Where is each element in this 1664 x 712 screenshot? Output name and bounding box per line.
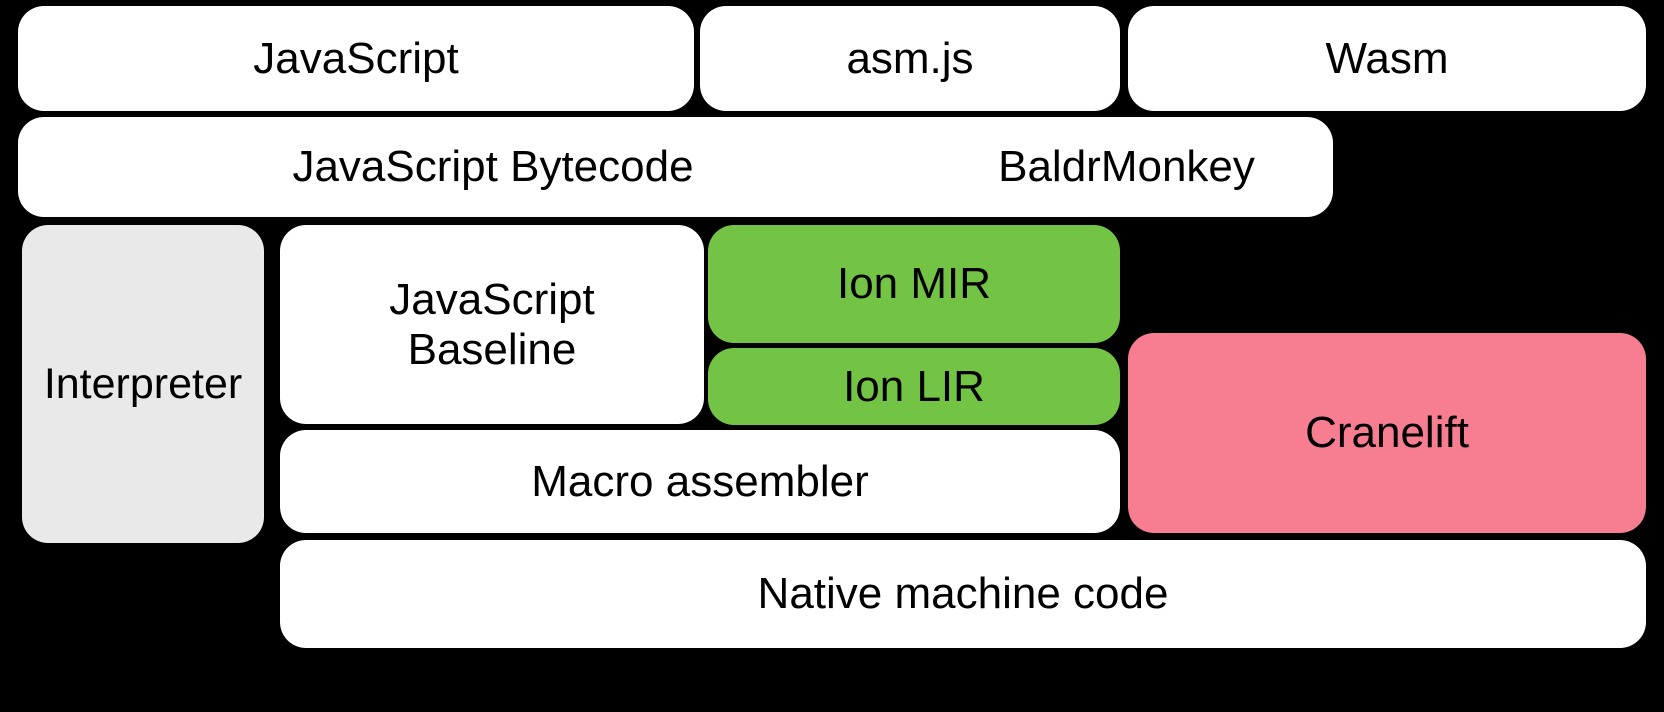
- node-javascript-baseline[interactable]: JavaScript Baseline: [280, 225, 704, 424]
- node-ion-mir[interactable]: Ion MIR: [708, 225, 1120, 343]
- node-native-machine-code[interactable]: Native machine code: [280, 540, 1646, 648]
- node-baldrmonkey[interactable]: BaldrMonkey: [920, 117, 1333, 217]
- node-cranelift[interactable]: Cranelift: [1128, 333, 1646, 533]
- node-asmjs[interactable]: asm.js: [700, 6, 1120, 111]
- node-wasm[interactable]: Wasm: [1128, 6, 1646, 111]
- node-javascript-bytecode[interactable]: JavaScript Bytecode: [18, 117, 968, 217]
- node-interpreter[interactable]: Interpreter: [22, 225, 264, 543]
- node-javascript[interactable]: JavaScript: [18, 6, 694, 111]
- node-ion-lir[interactable]: Ion LIR: [708, 348, 1120, 425]
- node-macro-assembler[interactable]: Macro assembler: [280, 430, 1120, 533]
